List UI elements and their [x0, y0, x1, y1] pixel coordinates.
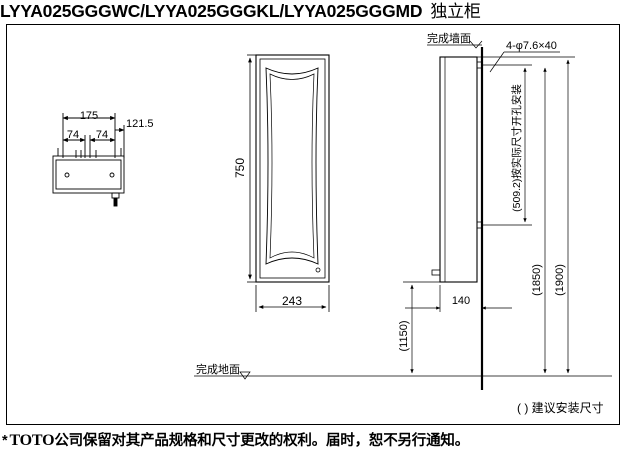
dim-140: 140 [452, 295, 470, 307]
dim-509-2: (509.2)按实际尺寸开孔安装 [510, 84, 523, 212]
side-view [194, 40, 612, 390]
drawing-title: LYYA025GGGWC/LYYA025GGGKL/LYYA025GGGMD 独立… [0, 0, 481, 22]
screw-spec-label: 4-φ7.6×40 [506, 40, 557, 52]
dim-1150: (1150) [398, 321, 410, 352]
asterisk: * [2, 433, 8, 449]
disclaimer-note: *TOTO公司保留对其产品规格和尺寸更改的权利。届时，恕不另行通知。 [2, 429, 469, 450]
top-view [52, 113, 125, 207]
dim-175: 175 [80, 110, 98, 122]
dim-1900: (1900) [554, 264, 566, 296]
floor-finish-label: 完成地面 [196, 362, 240, 376]
dim-243: 243 [282, 294, 302, 308]
suggested-dimension-legend: ( ) 建议安装尺寸 [517, 401, 604, 415]
wall-finish-label: 完成墙面 [427, 31, 471, 45]
disclaimer-text: 公司保留对其产品规格和尺寸更改的权利。届时，恕不另行通知。 [54, 433, 470, 449]
dim-74-left: 74 [67, 129, 79, 141]
dim-1850: (1850) [531, 264, 543, 296]
dim-750: 750 [233, 158, 247, 178]
dim-121-5: 121.5 [126, 118, 154, 130]
dim-74-right: 74 [96, 129, 108, 141]
front-view [247, 54, 330, 312]
model-numbers: LYYA025GGGWC/LYYA025GGGKL/LYYA025GGGMD [0, 1, 423, 21]
drawing-frame [6, 24, 620, 425]
product-type: 独立柜 [430, 2, 481, 21]
brand-name: TOTO [9, 432, 55, 449]
